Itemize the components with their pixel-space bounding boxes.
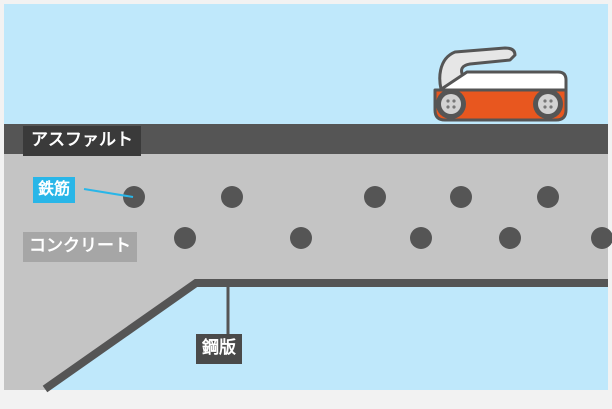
asphalt-label: アスファルト	[23, 126, 141, 156]
steel-plate	[42, 279, 608, 393]
rebar-upper-row	[123, 186, 559, 208]
rebar-dot	[221, 186, 243, 208]
rebar-dot	[123, 186, 145, 208]
rebar-dot	[499, 227, 521, 249]
concrete-layer	[4, 154, 608, 390]
rebar-dot	[290, 227, 312, 249]
rebar-dot	[174, 227, 196, 249]
rebar-dot	[410, 227, 432, 249]
radar-rear-wheel	[436, 89, 466, 119]
steel-plate-label: 鋼版	[196, 334, 242, 364]
ground-penetrating-radar-cart-icon	[433, 46, 568, 122]
rebar-dot	[537, 186, 559, 208]
concrete-label: コンクリート	[23, 232, 137, 262]
rebar-dot	[450, 186, 472, 208]
radar-front-wheel	[533, 89, 563, 119]
radar-frame-top	[438, 70, 568, 92]
rebar-dot	[364, 186, 386, 208]
rebar-lower-row	[174, 227, 612, 249]
rebar-label: 鉄筋	[33, 177, 76, 203]
rebar-dot	[591, 227, 612, 249]
rebar-leader-line	[83, 188, 134, 198]
radar-body	[433, 88, 568, 122]
